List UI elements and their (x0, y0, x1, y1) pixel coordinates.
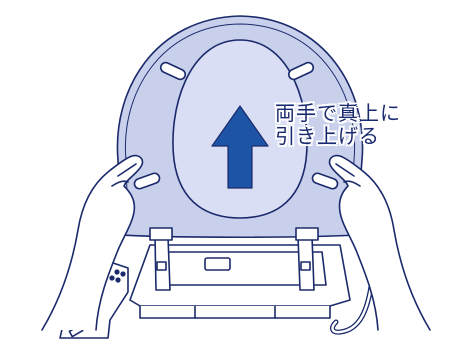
instruction-line-1: 両手で真上に (275, 101, 401, 125)
right-hand (328, 154, 431, 331)
toilet-base (129, 235, 351, 319)
up-arrow-icon (211, 105, 269, 189)
instruction-line-2: 引き上げる (275, 124, 380, 148)
left-hand (41, 154, 144, 331)
lift-instruction: 両手で真上に 引き上げる (275, 102, 425, 148)
